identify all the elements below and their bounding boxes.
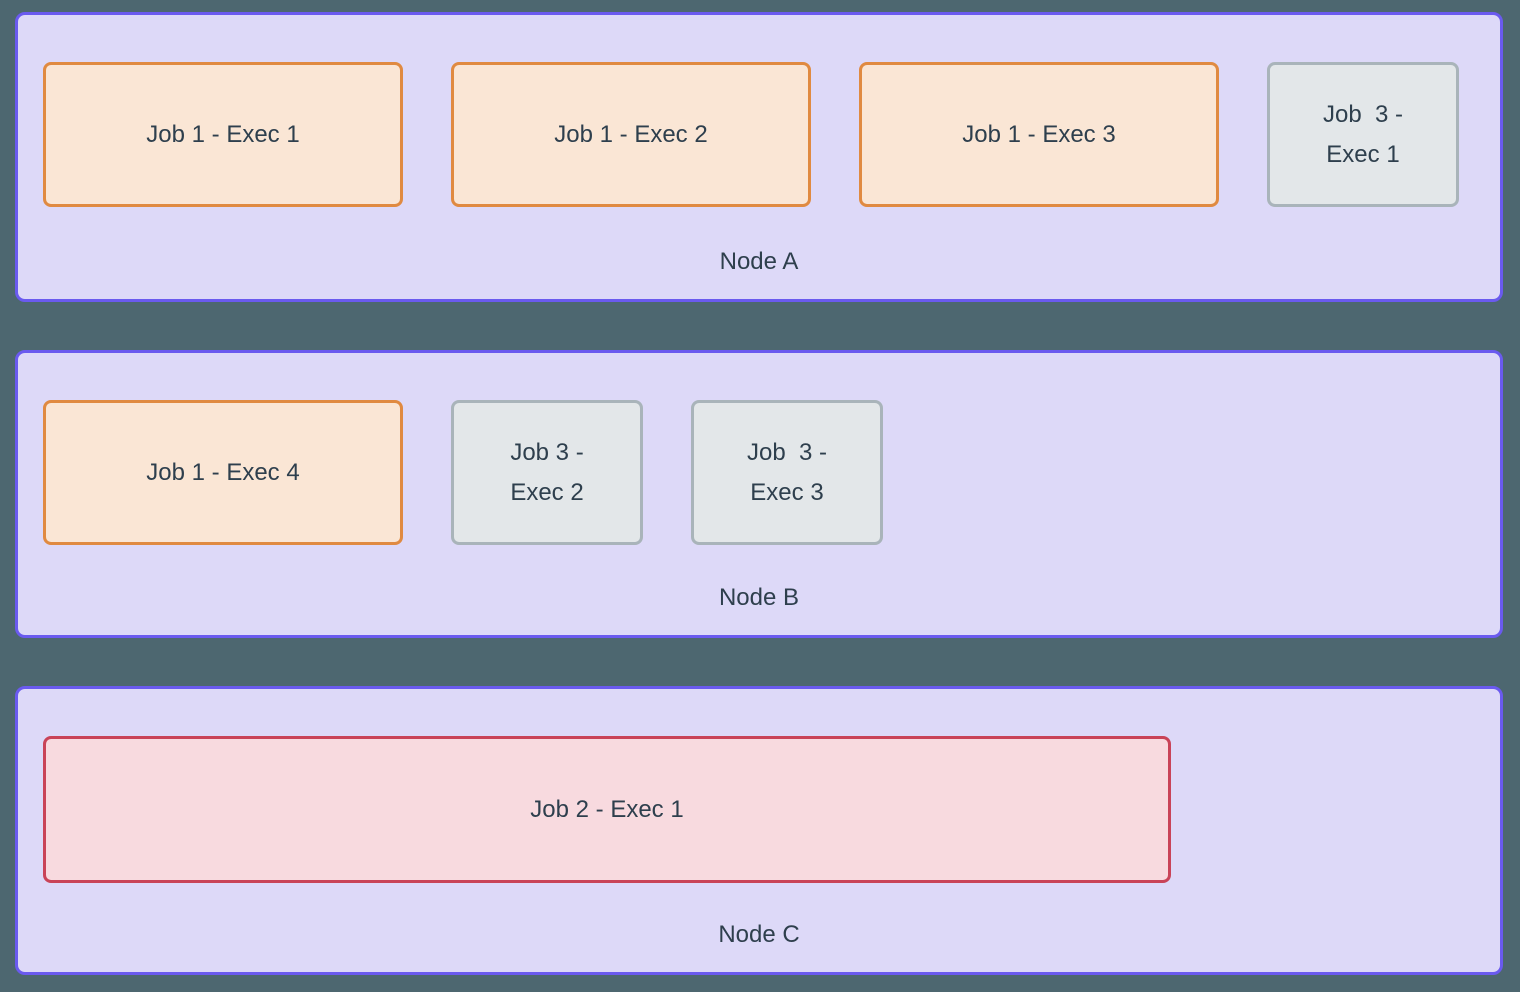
node-b-executor-row: Job 1 - Exec 4 Job 3 - Exec 2 Job 3 - Ex… (18, 353, 1500, 545)
executor-box-job3-exec2: Job 3 - Exec 2 (451, 400, 643, 545)
node-c: Job 2 - Exec 1 Node C (15, 686, 1503, 975)
executor-box-job1-exec4: Job 1 - Exec 4 (43, 400, 403, 545)
executor-box-job3-exec1: Job 3 - Exec 1 (1267, 62, 1459, 207)
executor-box-job2-exec1: Job 2 - Exec 1 (43, 736, 1171, 883)
executor-box-job3-exec3: Job 3 - Exec 3 (691, 400, 883, 545)
node-b-label: Node B (718, 584, 800, 611)
node-a-label: Node A (719, 248, 799, 275)
node-b: Job 1 - Exec 4 Job 3 - Exec 2 Job 3 - Ex… (15, 350, 1503, 638)
node-c-executor-row: Job 2 - Exec 1 (18, 689, 1500, 883)
executor-box-job1-exec3: Job 1 - Exec 3 (859, 62, 1219, 207)
node-a: Job 1 - Exec 1 Job 1 - Exec 2 Job 1 - Ex… (15, 12, 1503, 302)
executor-box-job1-exec1: Job 1 - Exec 1 (43, 62, 403, 207)
node-a-executor-row: Job 1 - Exec 1 Job 1 - Exec 2 Job 1 - Ex… (18, 15, 1500, 207)
node-c-label: Node C (718, 921, 800, 948)
executor-box-job1-exec2: Job 1 - Exec 2 (451, 62, 811, 207)
